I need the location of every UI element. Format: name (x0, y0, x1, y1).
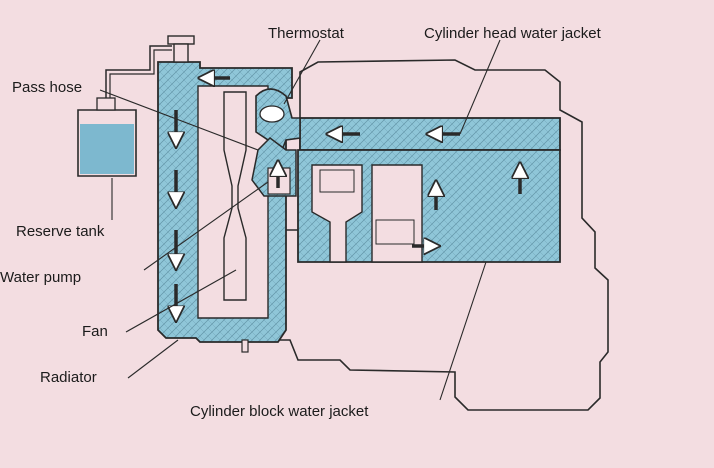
label-reserve-tank: Reserve tank (16, 223, 105, 240)
label-thermostat: Thermostat (268, 25, 345, 42)
overflow-tube (105, 45, 172, 98)
label-fan: Fan (82, 323, 108, 340)
thermostat (259, 105, 285, 123)
flow-arrows (176, 78, 520, 314)
label-cylinder-block-water-jacket: Cylinder block water jacket (190, 403, 369, 420)
pump-shaft (241, 339, 249, 353)
reserve-tank-coolant (80, 124, 134, 174)
piston-right (375, 219, 415, 245)
leader-lines (99, 39, 501, 401)
label-water-pump: Water pump (0, 269, 81, 286)
fan (223, 91, 247, 301)
label-radiator: Radiator (40, 369, 97, 386)
cylinder-block-water-jacket (297, 149, 561, 263)
label-pass-hose: Pass hose (12, 79, 82, 96)
label-cylinder-head-water-jacket: Cylinder head water jacket (424, 25, 602, 42)
radiator-neck (173, 43, 189, 63)
radiator-cap (167, 35, 195, 45)
piston-left (319, 169, 355, 193)
reserve-tank-cap (96, 97, 116, 111)
